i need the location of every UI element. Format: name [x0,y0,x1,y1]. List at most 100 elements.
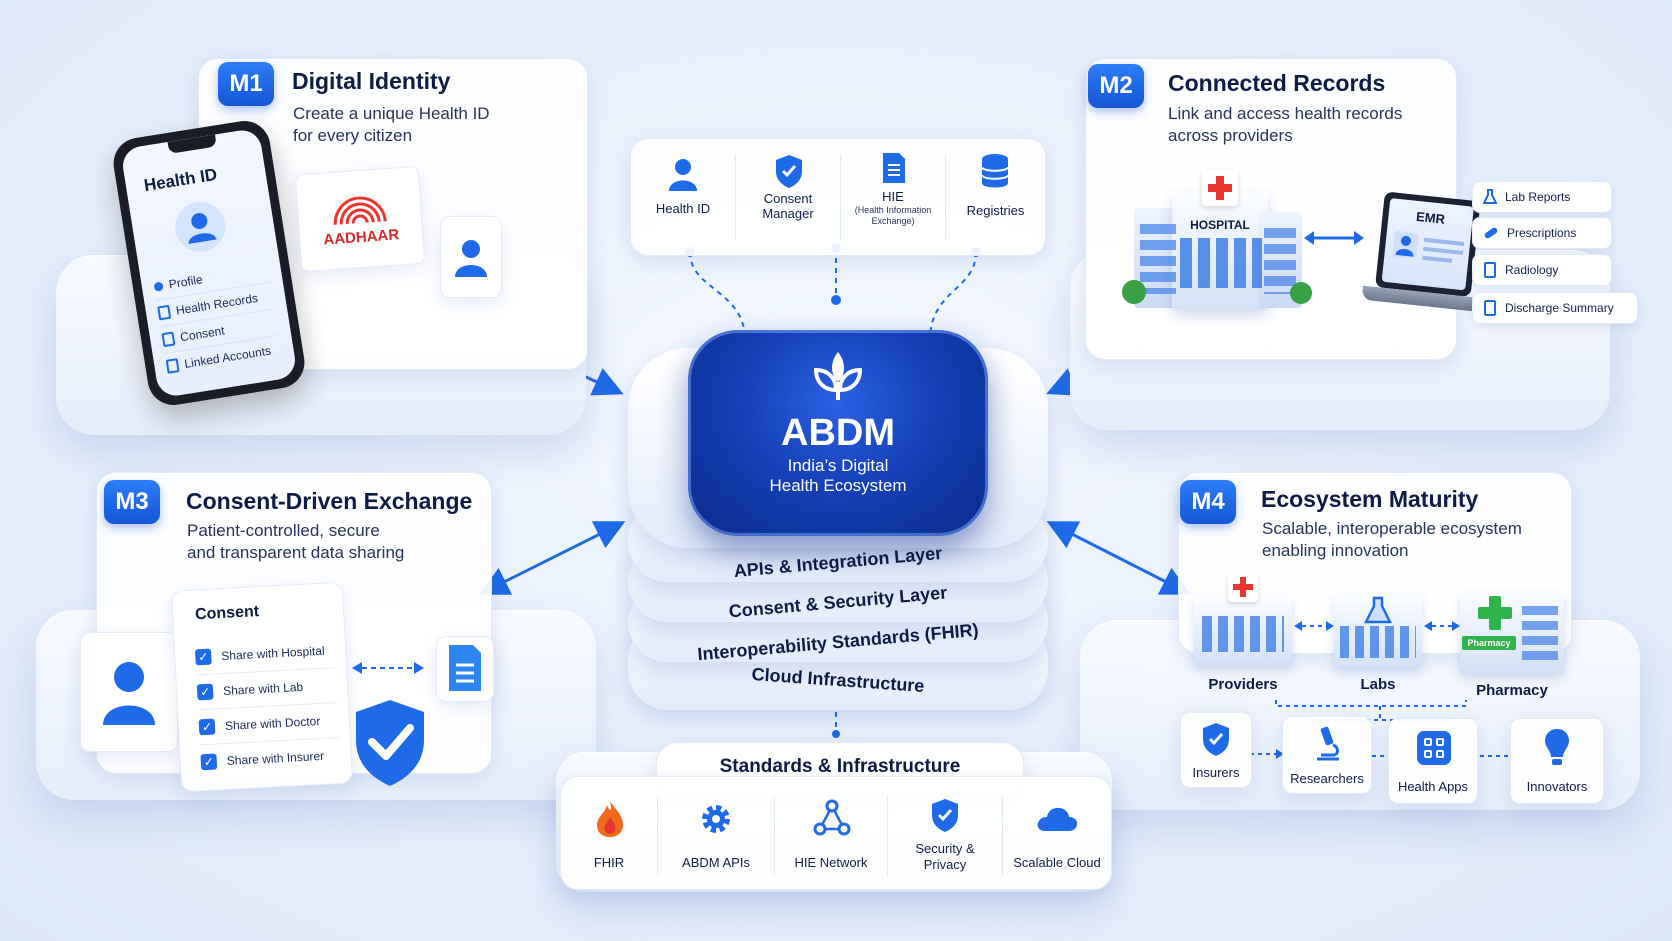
hospital-cross-icon [1228,572,1258,602]
m4-desc-line1: Scalable, interoperable ecosystem [1262,519,1522,538]
labs-building [1330,576,1426,670]
consent-card: Consent ✓ Share with Hospital ✓ Share wi… [170,581,354,793]
record-chip-discharge-summary[interactable]: Discharge Summary [1472,292,1638,324]
divider [840,155,841,239]
standard-security-label-line1: Security & [915,841,975,856]
m1-title: Digital Identity [292,68,451,94]
standard-scalable-cloud[interactable]: Scalable Cloud [1003,793,1111,883]
record-chip-prescriptions[interactable]: Prescriptions [1472,217,1612,249]
consent-card-title: Consent [194,603,260,624]
component-health-id[interactable]: Health ID [631,139,735,255]
divider [945,155,946,239]
aadhaar-card: AADHAAR [294,165,426,273]
m1-desc-line2: for every citizen [293,126,413,145]
m2-badge: M2 [1088,64,1144,108]
shield-check-icon [1203,723,1229,756]
aadhaar-logo-icon [333,196,387,225]
m1-desc-line1: Create a unique Health ID [293,104,490,123]
consent-item[interactable]: ✓ Share with Insurer [200,738,342,779]
document-icon [1484,262,1496,278]
pharmacy-cross-icon [1478,596,1512,630]
component-consent-line2: Manager [762,206,814,221]
phone-health-id-title: Health ID [142,164,219,196]
consent-list: ✓ Share with Hospital ✓ Share with Lab ✓… [194,633,341,779]
phone-menu: Profile Health Records Consent Linked Ac… [152,255,283,380]
phone-avatar [171,198,229,256]
m3-desc-line1: Patient-controlled, secure [187,521,380,540]
abdm-title: ABDM [781,412,895,454]
actor-insurers[interactable]: Insurers [1180,712,1252,788]
shield-check-icon [932,799,958,832]
standard-fhir[interactable]: FHIR [561,793,657,883]
component-registries[interactable]: Registries [946,139,1045,255]
gear-icon [702,805,730,833]
record-chip-radiology[interactable]: Radiology [1472,254,1612,286]
document-icon [1484,300,1496,316]
standard-hie-network-label: HIE Network [794,855,868,870]
component-health-id-label: Health ID [655,201,711,216]
divider [1002,797,1003,875]
providers-building [1188,572,1298,670]
m2-desc-line2: across providers [1168,126,1293,145]
network-icon [813,799,851,836]
checkbox-checked-icon[interactable]: ✓ [200,753,218,771]
phone-notch [167,134,217,154]
leaf-logo-icon [813,352,863,400]
grid-apps-icon [1417,731,1451,765]
abdm-subtitle-line1: India’s Digital [787,456,889,475]
pharmacy-building: Pharmacy [1456,576,1568,676]
actor-innovators-label: Innovators [1526,779,1588,794]
standards-title: Standards & Infrastructure [719,756,961,777]
record-chip-lab-reports[interactable]: Lab Reports [1472,181,1612,213]
component-hie-label: HIE [882,189,904,204]
actor-health-apps-label: Health Apps [1397,779,1469,794]
document-icon [449,645,481,691]
standard-abdm-apis[interactable]: ABDM APIs [658,793,774,883]
phone-screen: Health ID Profile Health Records Consent… [120,127,298,399]
actor-researchers-label: Researchers [1290,771,1364,786]
emr-avatar [1392,230,1419,260]
divider [657,797,658,875]
standard-hie-network[interactable]: HIE Network [775,793,887,883]
tree-icon [1290,282,1312,304]
standard-fhir-label: FHIR [593,855,625,870]
shield-check-icon [776,155,802,188]
component-hie-sub2: Exchange) [871,216,915,226]
m3-title: Consent-Driven Exchange [186,488,473,514]
checkbox-checked-icon[interactable]: ✓ [196,683,214,701]
database-icon [981,154,1009,188]
user-icon [1395,235,1414,257]
m4-core-arrow [1046,521,1192,595]
standard-security-privacy[interactable]: Security & Privacy [888,793,1002,883]
component-consent-line1: Consent [763,191,813,206]
patient-card [80,632,178,752]
m4-badge: M4 [1180,480,1236,524]
checkbox-checked-icon[interactable]: ✓ [194,648,212,666]
component-hie[interactable]: HIE (Health Information Exchange) [841,139,945,255]
component-consent-manager[interactable]: Consent Manager [736,139,840,255]
link-icon [165,358,180,374]
phone-mockup: Health ID Profile Health Records Consent… [109,117,309,409]
flask-icon [1483,189,1497,204]
tree-icon [1122,280,1146,304]
actor-researchers[interactable]: Researchers [1282,716,1372,794]
microscope-icon [1317,726,1339,761]
m2-title: Connected Records [1168,70,1386,96]
component-registries-label: Registries [966,203,1025,218]
m3-badge: M3 [104,480,160,524]
hospital-windows [1264,228,1296,294]
laptop-screen: EMR [1375,191,1481,297]
m1-description: Create a unique Health ID for every citi… [293,103,490,147]
actor-innovators[interactable]: Innovators [1510,718,1604,804]
node-label-pharmacy: Pharmacy [1476,682,1548,699]
actor-health-apps[interactable]: Health Apps [1388,718,1478,804]
user-icon [103,662,155,725]
hospital-windows [1140,224,1176,294]
flame-icon [597,801,623,837]
standard-security-label-line2: Privacy [923,857,967,872]
consent-document-arrow [352,662,424,674]
divider [774,797,775,875]
user-icon [188,212,217,244]
checkbox-checked-icon[interactable]: ✓ [198,718,216,736]
top-components-card: Health ID Consent Manager HIE (Health In… [630,138,1046,256]
